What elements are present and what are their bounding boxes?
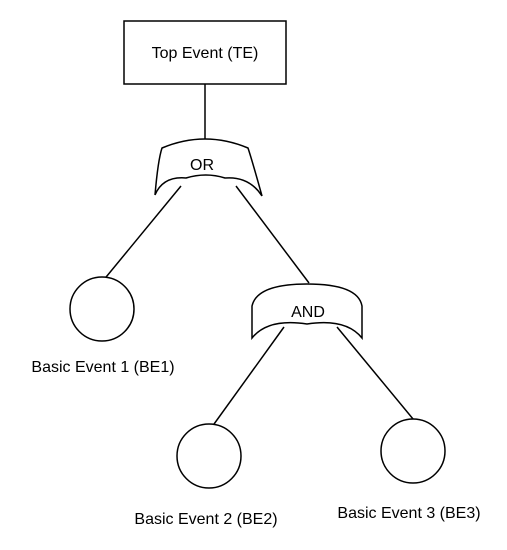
- and-gate-label: AND: [291, 304, 325, 321]
- basic-event-be1[interactable]: Basic Event 1 (BE1): [31, 276, 175, 376]
- top-event-label: Top Event (TE): [152, 45, 259, 62]
- top-event[interactable]: Top Event (TE): [123, 20, 287, 85]
- connector-or-gate-to-and-gate: [235, 185, 310, 284]
- basic-event-be2[interactable]: Basic Event 2 (BE2): [134, 423, 278, 528]
- or-gate-symbol: [154, 138, 263, 197]
- or-gate-label: OR: [190, 157, 214, 174]
- and-gate[interactable]: AND: [251, 283, 363, 341]
- connector-and-gate-to-be2: [208, 326, 285, 432]
- top-event-box: [123, 20, 287, 85]
- basic-event-be1-circle: [69, 276, 135, 342]
- basic-event-be3-circle: [380, 418, 446, 484]
- basic-event-be1-label: Basic Event 1 (BE1): [31, 359, 174, 376]
- and-gate-symbol: [251, 283, 363, 341]
- basic-event-be2-label: Basic Event 2 (BE2): [134, 511, 277, 528]
- connector-and-gate-to-be3: [336, 326, 419, 426]
- or-gate[interactable]: OR: [154, 138, 263, 197]
- connector-or-gate-to-be1: [101, 185, 182, 283]
- basic-event-be2-circle: [176, 423, 242, 489]
- basic-event-be3-label: Basic Event 3 (BE3): [337, 505, 480, 522]
- basic-event-be3[interactable]: Basic Event 3 (BE3): [337, 418, 481, 522]
